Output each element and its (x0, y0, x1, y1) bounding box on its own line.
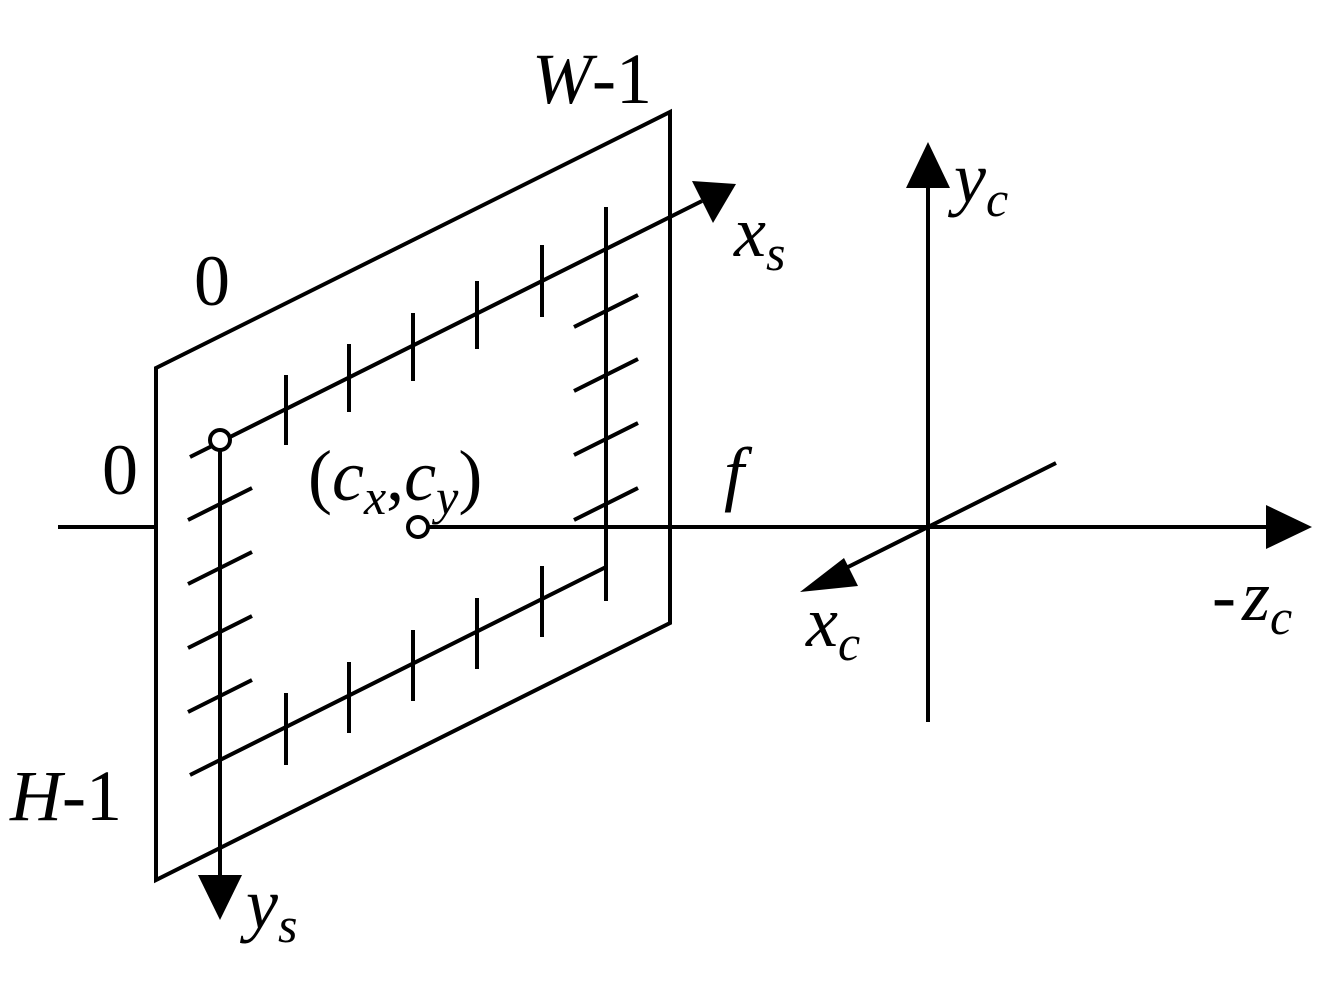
image-plane (154, 108, 672, 884)
sensor-x-ticks (284, 245, 544, 445)
sensor-x-axis (189, 199, 703, 459)
label-camera-z-axis: -zc (1212, 556, 1292, 645)
label-camera-y-axis: yc (947, 138, 1008, 227)
tick (573, 486, 639, 522)
tick (573, 293, 639, 329)
tick (187, 550, 253, 586)
label-bottom-left-corner: H-1 (9, 756, 122, 836)
label-principal-point: (cx,cy) (308, 436, 482, 525)
label-sensor-x-axis: xs (733, 192, 785, 281)
label-camera-x-axis: xc (805, 582, 860, 671)
tick (573, 421, 639, 457)
sensor-bottom-ticks (284, 566, 544, 765)
label-sensor-y-axis: ys (239, 864, 297, 953)
label-left-origin: 0 (102, 430, 138, 510)
sensor-x-axis-arrowhead (692, 181, 736, 223)
camera-x-axis-arrowhead (800, 558, 858, 592)
sensor-right-ticks (573, 293, 639, 522)
principal-point-marker (406, 515, 430, 539)
sensor-y-ticks (187, 486, 253, 714)
label-focal-length: f (724, 433, 753, 513)
tick (187, 614, 253, 650)
label-top-right-corner: W-1 (532, 39, 652, 119)
tick (187, 678, 253, 714)
tick (573, 357, 639, 393)
minus-z-axis-arrowhead (1266, 505, 1312, 549)
tick (187, 486, 253, 522)
pixel-origin-marker (208, 428, 232, 452)
pixel-grid-bottom-edge (189, 565, 607, 777)
camera-y-axis-arrowhead (906, 142, 950, 188)
camera-x-axis (829, 461, 1057, 578)
label-top-left-corner: 0 (194, 241, 230, 321)
sensor-y-axis-arrowhead (198, 875, 242, 920)
